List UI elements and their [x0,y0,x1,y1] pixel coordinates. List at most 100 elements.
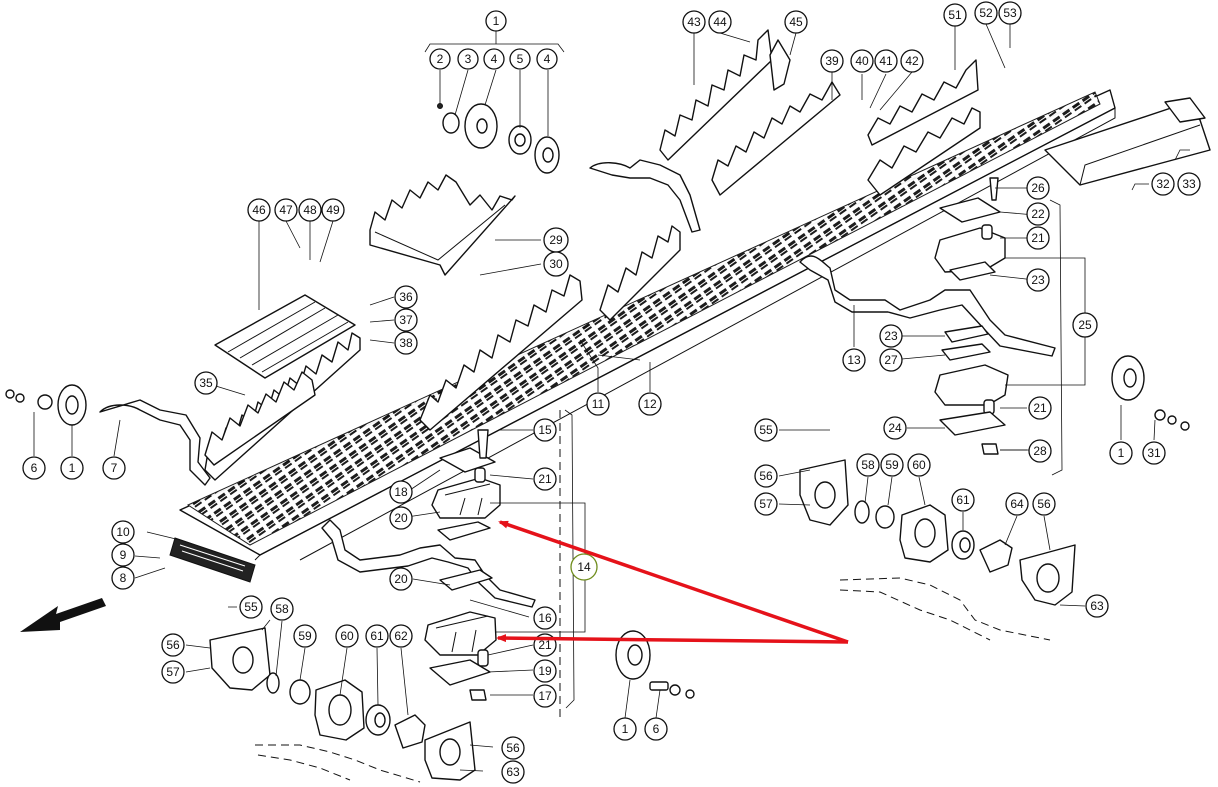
part-33-cover-plate [1044,97,1211,186]
callout-49[interactable]: 49 [321,198,345,222]
part-1-hub-right [1111,355,1190,431]
callout-7[interactable]: 7 [102,456,126,480]
callout-57[interactable]: 57 [754,492,778,516]
callout-56[interactable]: 56 [161,633,185,657]
callout-61[interactable]: 61 [951,488,975,512]
callout-4[interactable]: 4 [483,48,505,70]
callout-55[interactable]: 55 [239,595,263,619]
svg-text:58: 58 [861,458,875,472]
callout-38[interactable]: 38 [394,331,418,355]
callout-14-highlighted[interactable]: 14 [570,553,598,581]
callout-11[interactable]: 11 [586,392,610,416]
callout-35[interactable]: 35 [194,371,218,395]
callout-39[interactable]: 39 [820,49,844,73]
callout-26[interactable]: 26 [1026,176,1050,200]
part-60-61-bearings-left [266,672,426,749]
svg-text:12: 12 [643,397,657,411]
callout-47[interactable]: 47 [274,198,298,222]
callout-52[interactable]: 52 [974,1,998,25]
callout-3[interactable]: 3 [457,48,479,70]
svg-text:40: 40 [855,54,869,68]
callout-58[interactable]: 58 [270,597,294,621]
callout-13[interactable]: 13 [842,348,866,372]
callout-16[interactable]: 16 [533,606,557,630]
svg-text:55: 55 [759,423,773,437]
svg-text:5: 5 [517,52,524,66]
callout-53[interactable]: 53 [998,1,1022,25]
callout-12[interactable]: 12 [638,392,662,416]
callout-2[interactable]: 2 [429,48,451,70]
svg-text:1: 1 [493,14,500,28]
callout-62[interactable]: 62 [389,624,413,648]
callout-32[interactable]: 32 [1151,172,1175,196]
callout-23[interactable]: 23 [879,324,903,348]
svg-text:8: 8 [120,571,127,585]
callout-28[interactable]: 28 [1028,439,1052,463]
callout-64[interactable]: 64 [1005,492,1029,516]
callout-44[interactable]: 44 [708,10,732,34]
callout-10[interactable]: 10 [111,520,135,544]
callout-21[interactable]: 21 [533,467,557,491]
callout-22[interactable]: 22 [1026,202,1050,226]
callout-45[interactable]: 45 [784,10,808,34]
callout-23[interactable]: 23 [1026,268,1050,292]
callout-8[interactable]: 8 [111,566,135,590]
callout-59[interactable]: 59 [293,624,317,648]
callout-1[interactable]: 1 [613,717,637,741]
svg-text:14: 14 [577,560,591,574]
callout-63[interactable]: 63 [501,760,525,784]
svg-text:39: 39 [825,54,839,68]
callout-6[interactable]: 6 [644,717,668,741]
svg-text:47: 47 [279,203,293,217]
svg-text:30: 30 [549,257,563,271]
callout-20[interactable]: 20 [389,506,413,530]
callout-21[interactable]: 21 [1028,396,1052,420]
highlight-marker [570,553,598,581]
svg-text:45: 45 [789,15,803,29]
callout-63[interactable]: 63 [1085,594,1109,618]
svg-text:24: 24 [888,421,902,435]
callout-18[interactable]: 18 [389,480,413,504]
svg-text:22: 22 [1031,207,1045,221]
callout-48[interactable]: 48 [298,198,322,222]
callout-43[interactable]: 43 [682,10,706,34]
callout-59[interactable]: 59 [880,453,904,477]
callout-60[interactable]: 60 [907,453,931,477]
callout-31[interactable]: 31 [1142,441,1166,465]
callout-41[interactable]: 41 [874,49,898,73]
callout-19[interactable]: 19 [533,659,557,683]
callout-40[interactable]: 40 [850,49,874,73]
callout-60[interactable]: 60 [335,624,359,648]
callout-1[interactable]: 1 [1109,441,1133,465]
callout-36[interactable]: 36 [394,285,418,309]
svg-text:11: 11 [592,397,605,411]
callout-56[interactable]: 56 [501,736,525,760]
callout-57[interactable]: 57 [161,660,185,684]
callout-61[interactable]: 61 [365,624,389,648]
callout-17[interactable]: 17 [533,684,557,708]
callout-51[interactable]: 51 [943,3,967,27]
callout-56[interactable]: 56 [754,464,778,488]
callout-27[interactable]: 27 [879,348,903,372]
callout-21[interactable]: 21 [1026,226,1050,250]
callout-30[interactable]: 30 [543,251,569,277]
callout-20[interactable]: 20 [389,567,413,591]
callout-42[interactable]: 42 [900,49,924,73]
callout-56[interactable]: 56 [1032,492,1056,516]
callout-25[interactable]: 25 [1072,312,1098,338]
svg-text:3: 3 [465,52,472,66]
callout-33[interactable]: 33 [1177,172,1201,196]
callout-9[interactable]: 9 [111,543,135,567]
callout-4[interactable]: 4 [536,48,558,70]
callout-58[interactable]: 58 [856,453,880,477]
callout-46[interactable]: 46 [247,198,271,222]
callout-1[interactable]: 1 [60,456,84,480]
callout-15[interactable]: 15 [533,418,557,442]
callout-6[interactable]: 6 [22,456,46,480]
callout-29[interactable]: 29 [543,227,569,253]
callout-5[interactable]: 5 [509,48,531,70]
callout-55[interactable]: 55 [754,418,778,442]
callout-24[interactable]: 24 [883,416,907,440]
callout-37[interactable]: 37 [394,308,418,332]
callout-1[interactable]: 1 [485,10,507,32]
